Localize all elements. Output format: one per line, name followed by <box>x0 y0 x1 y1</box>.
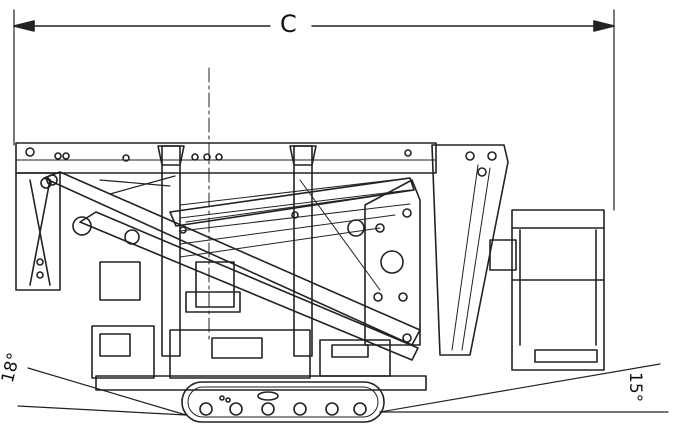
jib-arm <box>431 144 509 356</box>
vertical-posts <box>157 145 317 357</box>
ground-angle-lines <box>17 363 669 416</box>
top-chassis <box>15 142 437 174</box>
dimension-c <box>13 9 615 211</box>
work-basket <box>489 209 605 371</box>
crawler-track <box>95 375 427 423</box>
rotator-plate <box>347 179 421 346</box>
engine-unit <box>91 261 391 379</box>
hydraulic-cylinder <box>169 177 415 227</box>
left-frame <box>15 172 61 291</box>
departure-angle-label: 15° <box>625 372 645 403</box>
dimension-label-c: C <box>276 10 301 38</box>
